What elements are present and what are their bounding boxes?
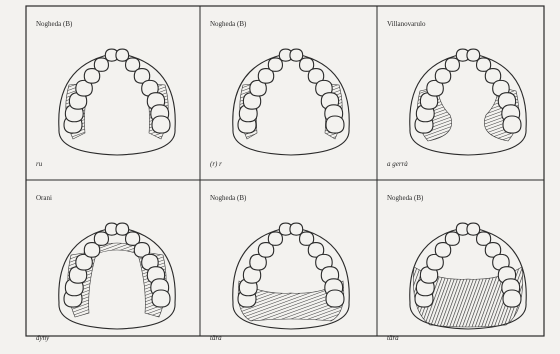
panel-caption: ru (36, 160, 43, 168)
tooth-outline (326, 290, 344, 307)
panel-caption: dyny (36, 334, 50, 342)
panel-title: Orani (36, 194, 52, 202)
panel-title: Nogheda (B) (210, 194, 247, 202)
tooth-outline (152, 116, 170, 133)
tooth-outline (116, 223, 129, 235)
tooth-outline (290, 223, 303, 235)
panel-title: Nogheda (B) (210, 20, 247, 28)
panel-title: Nogheda (B) (387, 194, 424, 202)
tooth-outline (503, 116, 521, 133)
tooth-outline (503, 290, 521, 307)
tooth-outline (467, 223, 480, 235)
tooth-outline (467, 49, 480, 61)
tooth-outline (326, 116, 344, 133)
panel-title: Nogheda (B) (36, 20, 73, 28)
panel-caption: tära (387, 334, 399, 342)
tooth-outline (116, 49, 129, 61)
tooth-outline (152, 290, 170, 307)
tooth-outline (290, 49, 303, 61)
panel-caption: tära (210, 334, 222, 342)
panel-caption: a gerrà (387, 160, 408, 168)
panel-title: Villanovarulo (387, 20, 426, 28)
panel-caption: (r) r (210, 160, 222, 168)
